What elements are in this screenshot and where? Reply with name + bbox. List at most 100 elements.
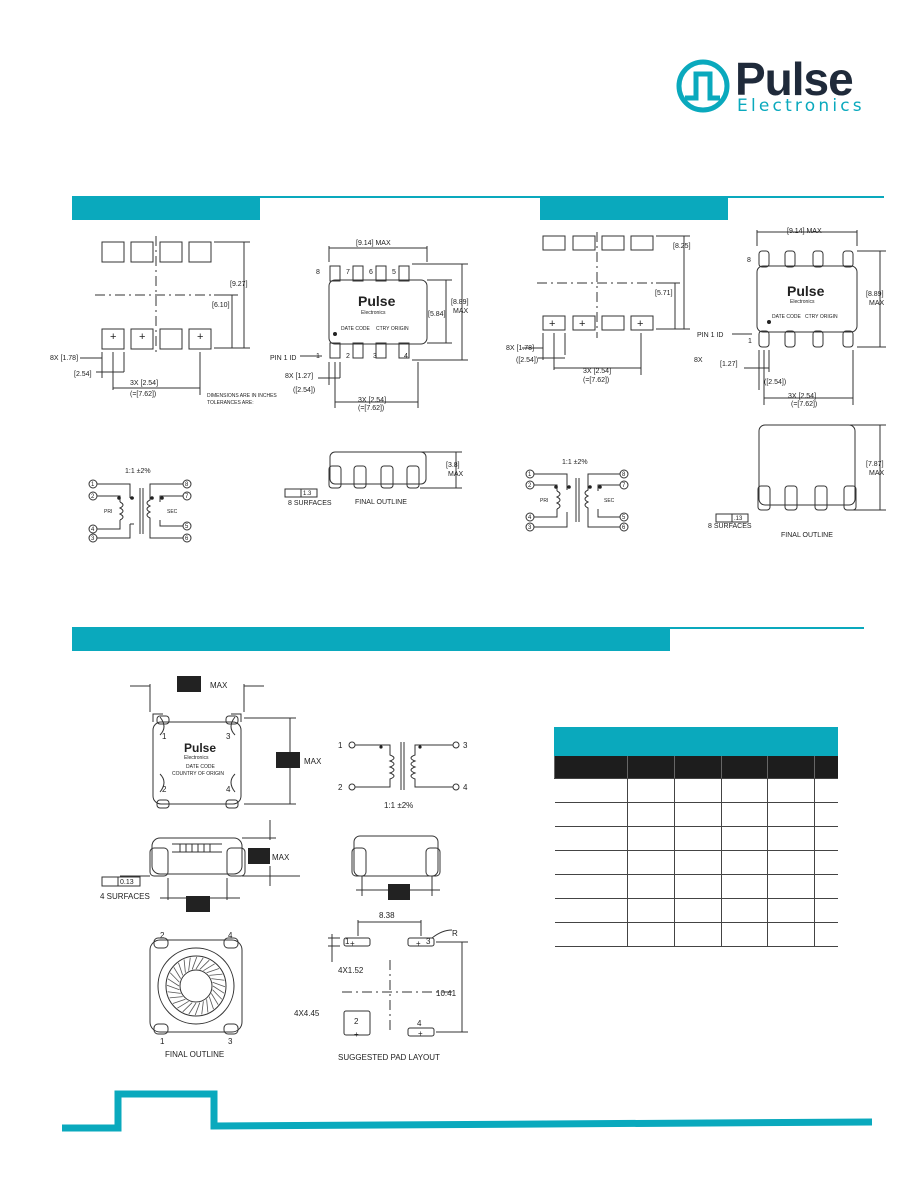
max-label-3: MAX [272,853,290,862]
pulse-logo-mark-icon [676,59,730,113]
dim-762-b: (=[7.62]) [358,405,384,412]
winding-line [167,991,181,994]
dim-254p: ([2.54]) [293,387,315,394]
section-header-bar-3 [72,627,670,651]
dim-889-2: [8.89] [866,291,884,298]
dim-8x178-2: 8X [1.78] [506,345,534,352]
winding-line [188,1002,197,1015]
winding-line [199,959,210,970]
chip-date-code: DATE CODE [341,326,370,332]
top-pin-2: 2 [162,785,167,794]
dim-584: [5.84] [428,311,446,318]
dim-889-max-2: MAX [869,300,885,307]
pad-4x152: 4X1.52 [338,966,364,975]
brand-subtitle: Electronics [737,96,865,116]
top-pin-4: 4 [226,785,231,794]
surfaces-label-3: 4 SURFACES [100,892,150,901]
pin-bot-2: 2 [346,353,350,360]
chip3-date-code: DATE CODE [186,764,215,770]
chip3-sub: Electronics [184,755,209,761]
flatness-value-2: .13 [734,516,743,522]
dim-610: [6.10] [212,302,230,309]
winding-line [212,981,226,988]
winding-line [195,957,204,970]
svg-text:+: + [350,939,355,948]
table-title-bar [554,727,838,756]
final-outline-label-3: FINAL OUTLINE [165,1050,224,1059]
chip-sub-2: Electronics [790,299,815,305]
pin-8-2: 8 [747,257,751,264]
dim-825: [8.25] [673,243,691,250]
pad-838: 8.38 [379,911,395,920]
bot-pin-1: 1 [160,1037,165,1046]
top-pin-3: 3 [226,732,231,741]
svg-text:+: + [549,318,555,330]
table-header-row [554,756,838,779]
drawing-part-1: +++ [9.27] [6.10] 8X [1.78] [2.54] 3X [2… [50,236,469,543]
winding-line [172,998,186,1004]
winding-line [182,1002,193,1013]
sch-pin-2: 2 [91,494,95,500]
final-outline-label: FINAL OUTLINE [355,499,407,506]
dim-889: [8.89] [451,299,469,306]
dim-38-max: MAX [448,471,464,478]
dim-762: (=[7.62]) [130,391,156,398]
top-pin-1: 1 [162,732,167,741]
pin-1-2: 1 [748,338,752,345]
pad-pin-2: 2 [354,1017,359,1026]
chip-sub: Electronics [361,310,386,316]
winding-line [211,978,225,981]
parts-table [554,756,838,947]
table-row [554,826,838,851]
ratio-label-2: 1:1 ±2% [562,459,588,466]
sec-label: SEC [167,509,178,515]
surfaces-label: 8 SURFACES [288,500,332,507]
winding-line [169,996,183,999]
dim-889-max: MAX [453,308,469,315]
dim-762-2: (=[7.62]) [583,377,609,384]
sch-pin-4: 4 [91,527,95,533]
dim-787: [7.87] [866,461,884,468]
section-header-bar-2 [540,196,728,220]
sch-pin-8: 8 [185,482,189,488]
pad-r: R [452,929,458,938]
chip-ctry-2: CTRY ORIGIN [805,314,838,320]
pin-top-6: 6 [369,269,373,276]
surfaces-label-2: 8 SURFACES [708,523,752,530]
max-label-2: MAX [304,757,322,766]
pad-1041: 10.41 [436,989,457,998]
pad-pin-3: 3 [426,937,431,946]
chip3-brand: Pulse [184,741,216,755]
sch3-pin-4: 4 [463,783,468,792]
dim-3x254-b: 3X [2.54] [358,397,386,404]
footer-pulse-line [62,1090,873,1132]
winding-line [188,957,191,971]
note-dimensions: DIMENSIONS ARE IN INCHES [207,393,277,399]
chip-ctry: CTRY ORIGIN [376,326,409,332]
table-row [554,898,838,923]
chip3-country: COUNTRY OF ORIGIN [172,771,224,777]
winding-line [166,984,180,991]
dim-254: [2.54] [74,371,92,378]
sch3-pin-1: 1 [338,741,343,750]
winding-line [210,993,219,1005]
pin-top-7: 7 [346,269,350,276]
svg-text:+: + [197,331,203,343]
table-row [554,922,838,947]
sch2-pin-1: 1 [528,472,532,478]
sch-pin-7: 7 [185,494,189,500]
sch-pin-3: 3 [91,536,95,542]
winding-line [201,1001,204,1015]
winding-line [212,985,225,994]
pin-bot-3: 3 [373,353,377,360]
sch-pin-1: 1 [91,482,95,488]
svg-text:+: + [416,939,421,948]
section-rule-1 [72,196,884,198]
table-row [554,778,838,803]
winding-line [191,956,198,970]
winding-line [206,999,209,1013]
drawing-part-2: +++ [8.25] [5.71] 8X [1.78] ([2.54]) 3X … [506,228,886,539]
bot-pin-4: 4 [228,931,233,940]
sch-pin-5: 5 [185,524,189,530]
flatness-value-3: 0.13 [120,879,134,886]
